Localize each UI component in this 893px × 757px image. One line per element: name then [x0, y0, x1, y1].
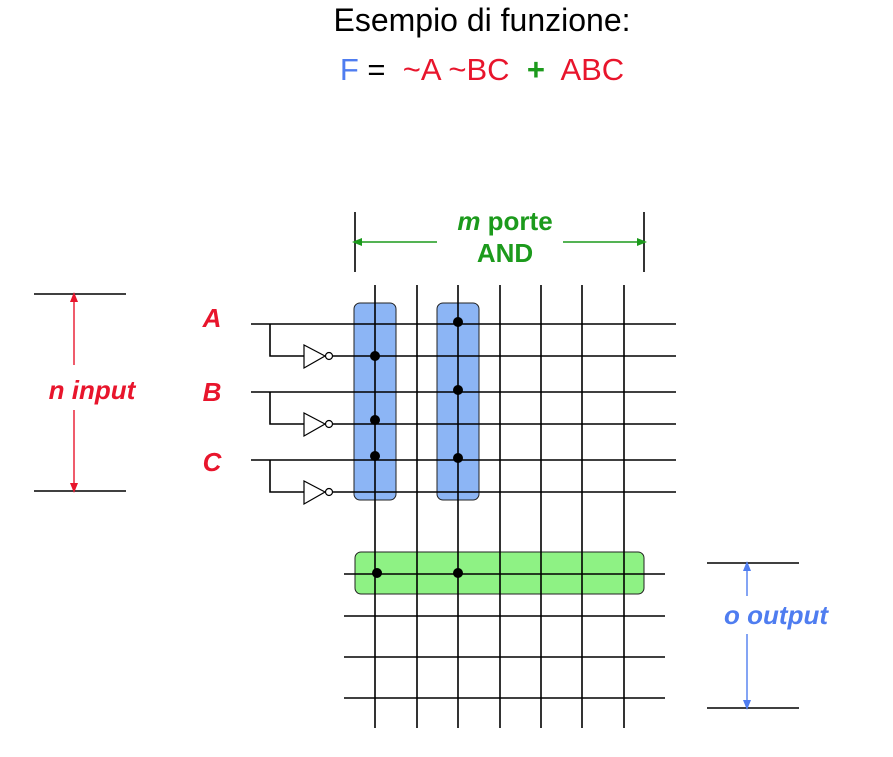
output-count-text: output	[747, 600, 829, 630]
formula-term-2: ABC	[560, 52, 625, 87]
and-gates-and-label: AND	[477, 238, 533, 268]
input-count-label: n input	[49, 375, 137, 405]
connection-dot	[453, 453, 463, 463]
and-gates-var: m	[457, 206, 480, 236]
output-lines	[344, 573, 665, 699]
input-dimension	[34, 292, 126, 493]
and-gates-dimension	[352, 212, 647, 272]
formula-plus: +	[526, 52, 545, 87]
inverter-b	[269, 392, 334, 438]
input-count-text: input	[72, 375, 137, 405]
connection-dot	[370, 415, 380, 425]
input-count-var: n	[49, 375, 65, 405]
connection-dot	[370, 351, 380, 361]
inverter-c	[269, 460, 334, 506]
output-dimension	[707, 561, 799, 710]
connection-dot	[372, 568, 382, 578]
connection-dot	[370, 451, 380, 461]
connection-dot	[453, 317, 463, 327]
input-label-c: C	[203, 447, 223, 477]
connection-dot	[453, 568, 463, 578]
connection-dots	[370, 317, 463, 578]
output-count-var: o	[724, 600, 740, 630]
connection-dot	[453, 385, 463, 395]
product-term-lines	[374, 285, 625, 728]
function-formula: F = ~A ~BC + ABC	[0, 52, 893, 88]
output-count-label: o output	[724, 600, 829, 630]
diagram-title: Esempio di funzione:	[333, 2, 631, 38]
input-label-a: A	[202, 303, 222, 333]
input-label-b: B	[203, 377, 222, 407]
formula-equals: =	[367, 52, 386, 87]
and-gates-porte: porte	[488, 206, 553, 236]
and-gates-label: m porte	[457, 206, 552, 236]
formula-term-1: ~A ~BC	[402, 52, 510, 87]
input-lines	[251, 323, 676, 493]
formula-function-name: F	[339, 52, 359, 87]
inverter-a	[269, 324, 334, 370]
